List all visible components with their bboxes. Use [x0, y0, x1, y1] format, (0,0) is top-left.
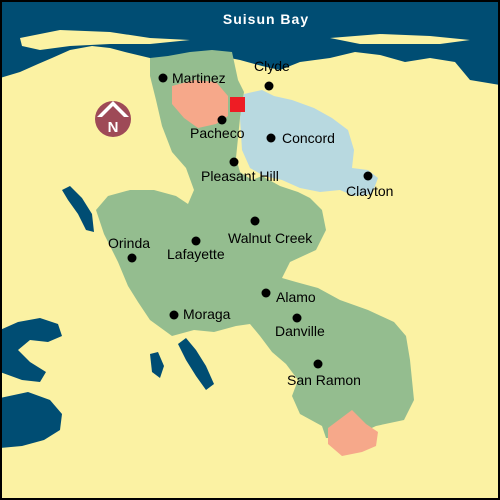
city-walnut-creek: Walnut Creek: [228, 216, 313, 246]
city-lafayette: Lafayette: [167, 236, 225, 262]
city-dot: [264, 81, 274, 91]
city-martinez: Martinez: [158, 70, 226, 86]
city-concord: Concord: [266, 130, 335, 146]
city-pacheco: Pacheco: [190, 115, 245, 141]
city-label: Pleasant Hill: [201, 168, 279, 184]
district-san-ramon-south: [328, 410, 378, 456]
city-dot: [191, 236, 201, 246]
city-label: Orinda: [108, 235, 150, 251]
city-dot: [363, 171, 373, 181]
city-clayton: Clayton: [346, 171, 393, 199]
city-moraga: Moraga: [169, 306, 231, 322]
city-label: Concord: [282, 130, 335, 146]
red-marker: [230, 97, 245, 112]
city-clyde: Clyde: [254, 58, 290, 91]
city-dot: [229, 157, 239, 167]
city-orinda: Orinda: [108, 235, 150, 263]
city-san-ramon: San Ramon: [287, 359, 361, 388]
suisun-bay-water: [0, 0, 500, 85]
city-label: Clayton: [346, 183, 393, 199]
city-dot: [313, 359, 323, 369]
bay-island-east: [330, 34, 470, 44]
city-dot: [127, 253, 137, 263]
city-label: Danville: [275, 323, 325, 339]
southwest-waterway: [0, 318, 62, 382]
city-label: Pacheco: [190, 125, 245, 141]
city-danville: Danville: [275, 313, 325, 339]
compass-north-label: N: [108, 119, 119, 136]
city-dot: [158, 73, 168, 83]
city-dot: [169, 310, 179, 320]
city-label: Clyde: [254, 58, 290, 74]
city-dot: [261, 288, 271, 298]
creek-southwest: [150, 352, 164, 378]
city-dot: [250, 216, 260, 226]
city-label: Alamo: [276, 289, 316, 305]
district-main: [96, 50, 414, 438]
city-label: Walnut Creek: [228, 230, 313, 246]
city-dot: [266, 133, 276, 143]
creek-south: [178, 338, 214, 390]
southwest-bay: [0, 392, 62, 448]
city-alamo: Alamo: [261, 288, 316, 305]
city-dot: [217, 115, 227, 125]
city-label: Lafayette: [167, 246, 225, 262]
water-label: Suisun Bay: [223, 11, 309, 27]
city-label: Moraga: [183, 306, 231, 322]
city-label: Martinez: [172, 70, 226, 86]
district-concord: [240, 90, 378, 196]
city-label: San Ramon: [287, 372, 361, 388]
bay-island: [20, 30, 190, 50]
creek-west: [62, 186, 94, 232]
north-compass: N: [95, 101, 131, 137]
district-martinez: [172, 80, 228, 128]
city-dot: [292, 313, 302, 323]
city-pleasant-hill: Pleasant Hill: [201, 157, 279, 184]
